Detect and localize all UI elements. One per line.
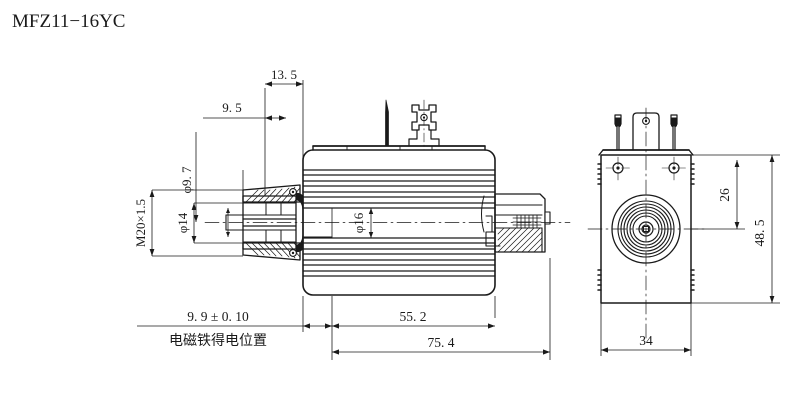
dim-phi-9-7: φ9. 7: [179, 132, 199, 222]
dim-9-5: 9. 5: [203, 100, 286, 121]
dim-m20-label: M20×1.5: [133, 199, 148, 247]
right-end-cap: [481, 193, 551, 253]
end-cap-knurl: [512, 214, 542, 229]
dim-34-label: 34: [639, 333, 653, 348]
end-view-dimensions: 26 48. 5 34: [600, 154, 780, 356]
side-section-view: [204, 99, 571, 296]
dim-9-9-tolerance: 9. 9 ± 0. 10 电磁铁得电位置: [137, 309, 332, 349]
end-view: [587, 107, 707, 341]
dim-phi-14: φ14: [175, 202, 243, 244]
dim-55-2: 55. 2: [332, 309, 495, 329]
dim-75-4: 75. 4: [332, 335, 550, 355]
end-view-mounting-hole-left: [605, 156, 631, 181]
electromagnet-energized-note: 电磁铁得电位置: [169, 332, 267, 349]
end-cap-nipple: [544, 211, 551, 225]
dim-48-5: 48. 5: [752, 155, 775, 303]
dim-75-4-label: 75. 4: [428, 335, 455, 350]
armature-assembly: [225, 184, 333, 261]
dim-55-2-label: 55. 2: [400, 309, 427, 324]
dim-phi-9-7-label: φ9. 7: [179, 166, 194, 194]
dim-48-5-label: 48. 5: [752, 219, 767, 246]
dim-phi-16-label: φ16: [351, 212, 366, 233]
coil-body-fins-top: [302, 169, 496, 209]
end-cap-hatch: [497, 227, 543, 253]
coil-body-fins-bottom: [302, 237, 496, 277]
end-view-mounting-hole-right: [661, 156, 687, 181]
dim-phi-16: φ16: [351, 208, 374, 238]
dim-13-5-label: 13. 5: [271, 67, 297, 82]
dim-34: 34: [601, 333, 691, 353]
end-view-terminal-pin-left: [614, 114, 622, 151]
dim-inner-arrows: [226, 208, 230, 237]
end-view-serrations-left: [597, 163, 602, 291]
dim-26-label: 26: [717, 188, 732, 202]
top-terminal-block: [408, 99, 440, 151]
dim-9-5-label: 9. 5: [222, 100, 242, 115]
dim-13-5: 13. 5: [265, 67, 303, 87]
top-thin-pin: [385, 99, 389, 147]
end-view-serrations-right: [690, 163, 695, 291]
dim-m20: M20×1.5: [133, 189, 243, 257]
dim-26: 26: [717, 160, 740, 229]
page-title: MFZ11−16YC: [12, 11, 125, 32]
dim-9-9-label: 9. 9 ± 0. 10: [187, 309, 249, 324]
dim-phi-14-label: φ14: [175, 212, 190, 233]
side-view-dimensions: 13. 5 9. 5 φ9. 7 M20×1.5: [133, 67, 551, 360]
end-view-terminal-pin-right: [670, 114, 678, 151]
